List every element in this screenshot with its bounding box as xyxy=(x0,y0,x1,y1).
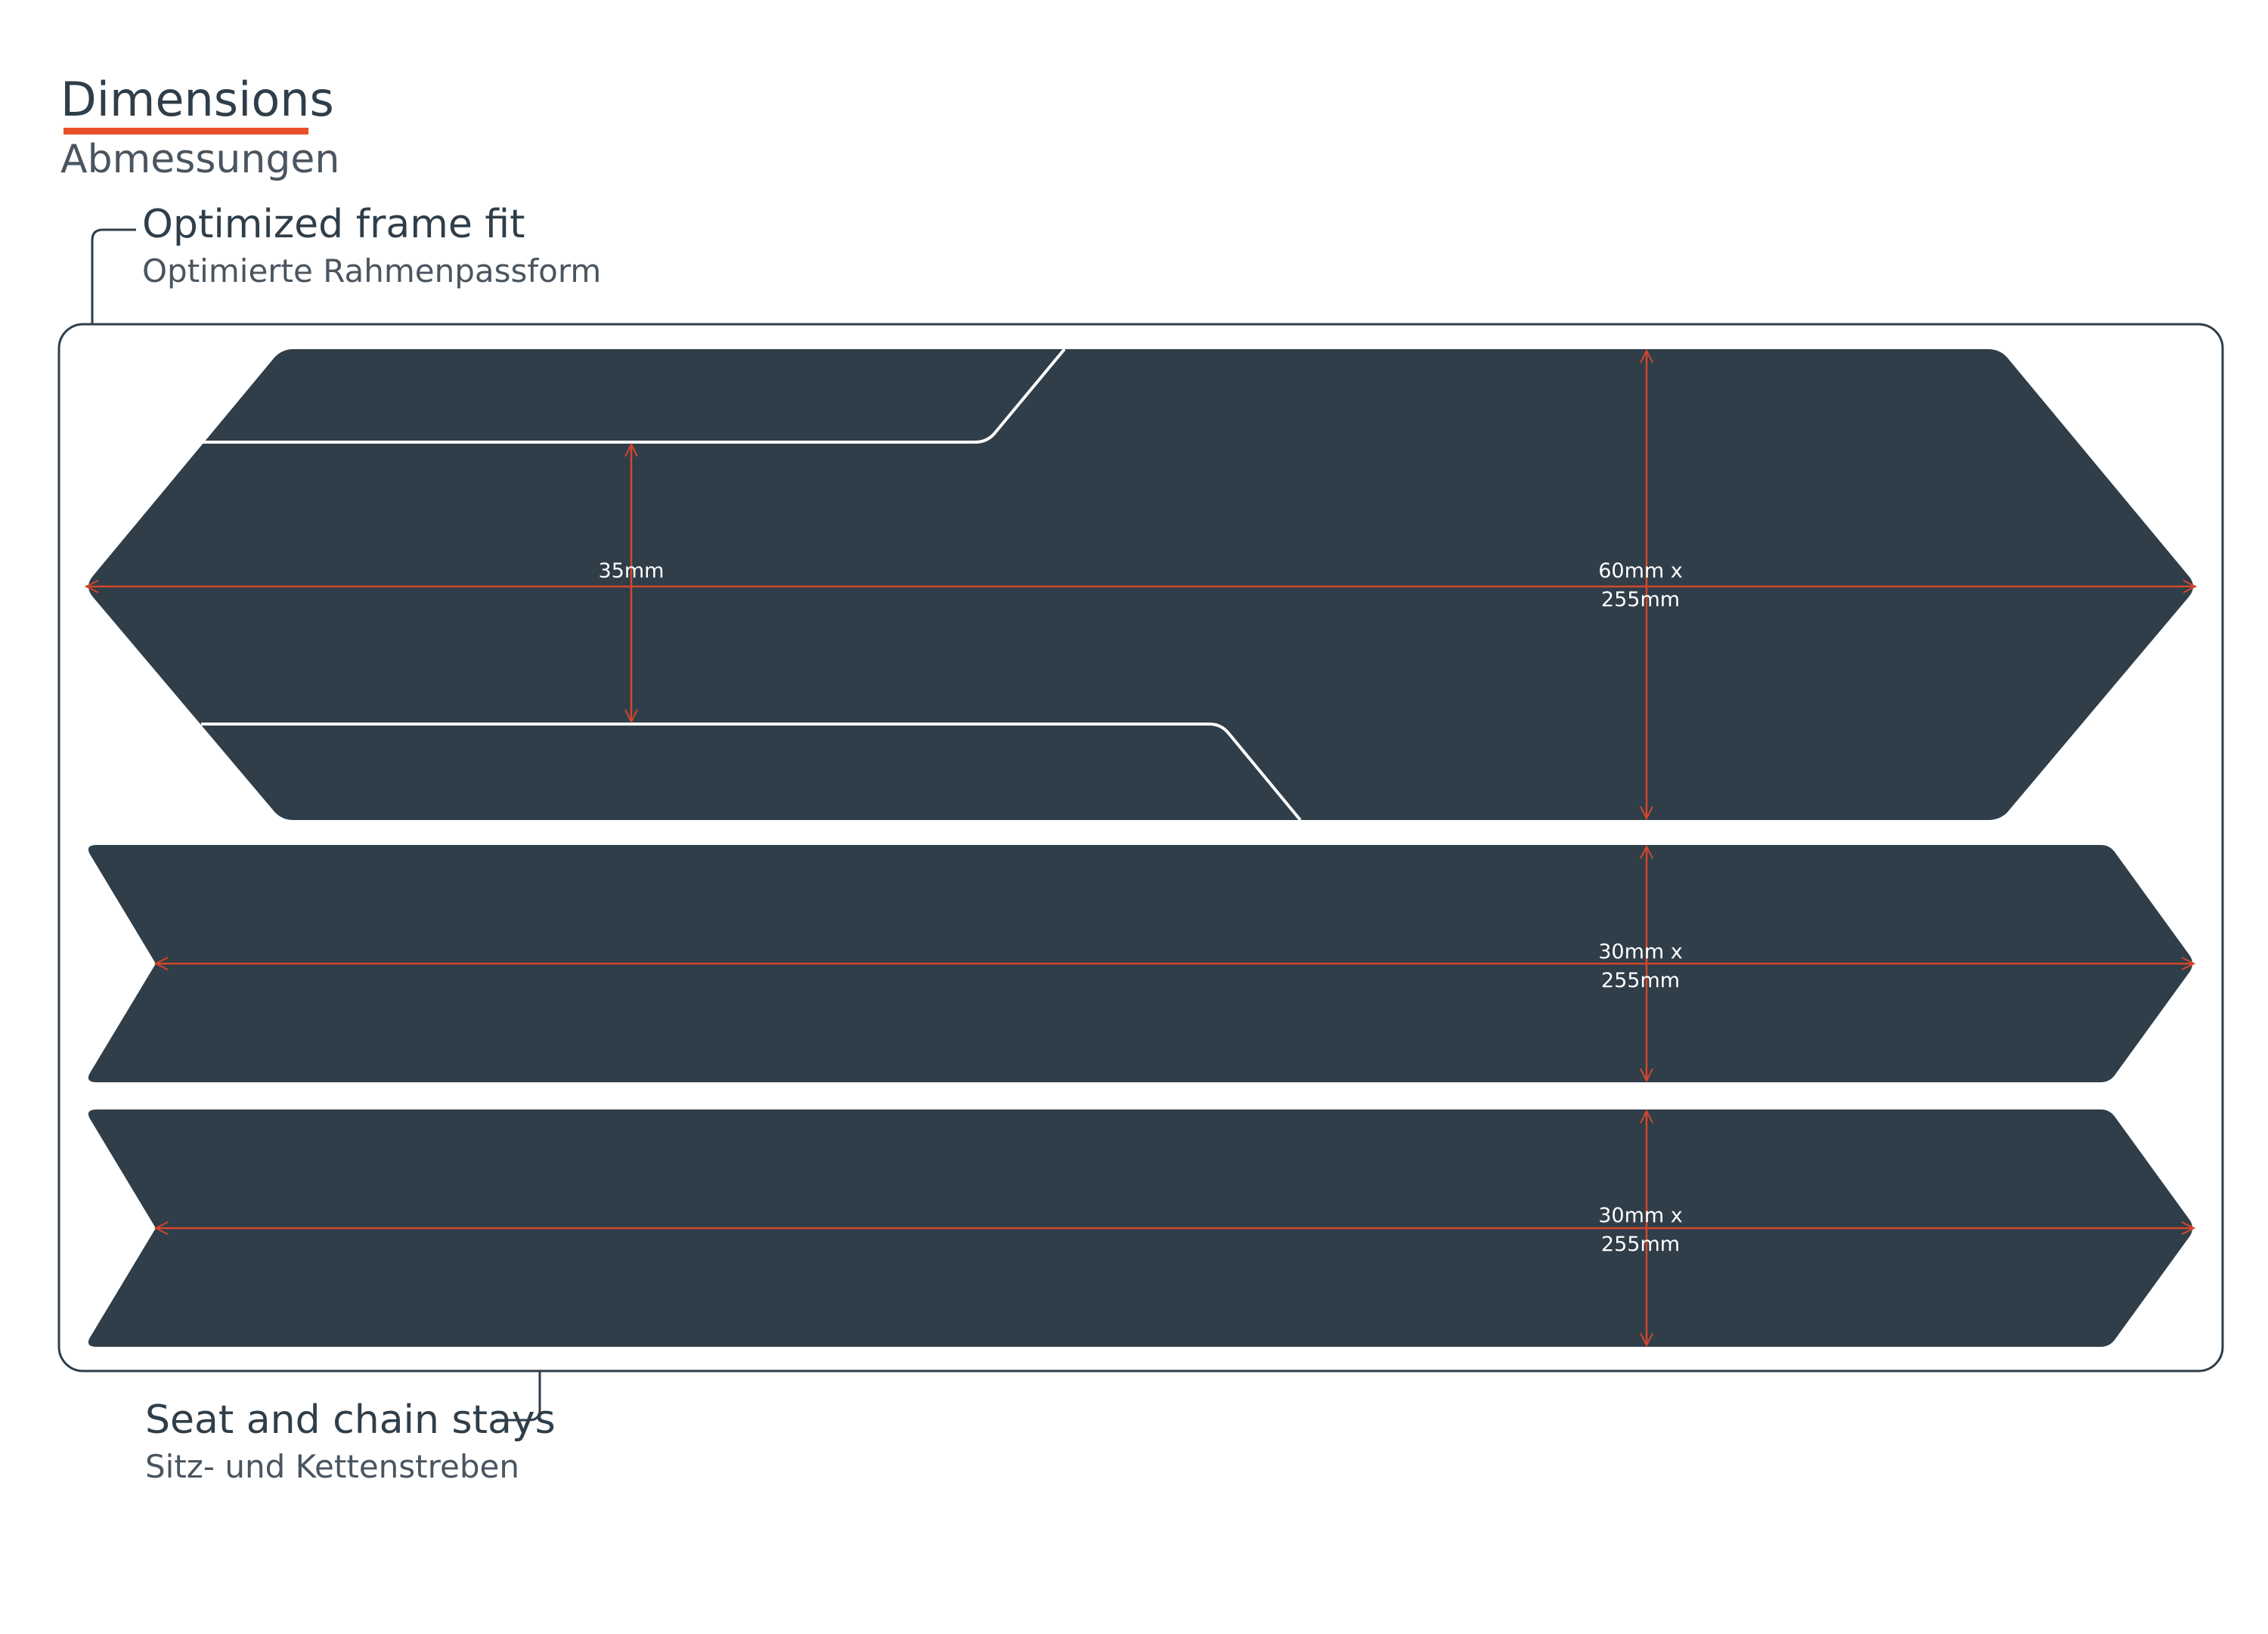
callout-top-subtitle: Optimierte Rahmenpassform xyxy=(142,252,602,289)
callout-bottom-title: Seat and chain stays xyxy=(145,1397,556,1443)
outer-frame xyxy=(57,323,2224,1372)
page-title: Dimensions xyxy=(60,72,334,127)
callout-top-title: Optimized frame fit xyxy=(142,202,525,247)
title-underline xyxy=(64,128,308,135)
callout-bottom-subtitle: Sitz- und Kettenstreben xyxy=(145,1448,519,1485)
large-pad-label-line2: 255mm xyxy=(1601,588,1680,611)
frame-pad-large xyxy=(88,349,2193,820)
large-pad-label-line1: 60mm x xyxy=(1598,559,1683,583)
stay1-label-line1: 30mm x xyxy=(1598,940,1683,964)
frame-pad-seam-bottom xyxy=(201,723,1302,822)
stay2-label-line2: 255mm xyxy=(1601,1233,1680,1256)
inner-height-label: 35mm xyxy=(599,559,665,583)
callout-top-bracket xyxy=(91,228,136,324)
stay1-label-line2: 255mm xyxy=(1601,969,1680,992)
frame-pad-seam-top xyxy=(201,348,1066,444)
stay2-label-line1: 30mm x xyxy=(1598,1204,1683,1227)
page-subtitle: Abmessungen xyxy=(60,137,340,182)
callout-bottom-bracket xyxy=(496,1371,541,1422)
